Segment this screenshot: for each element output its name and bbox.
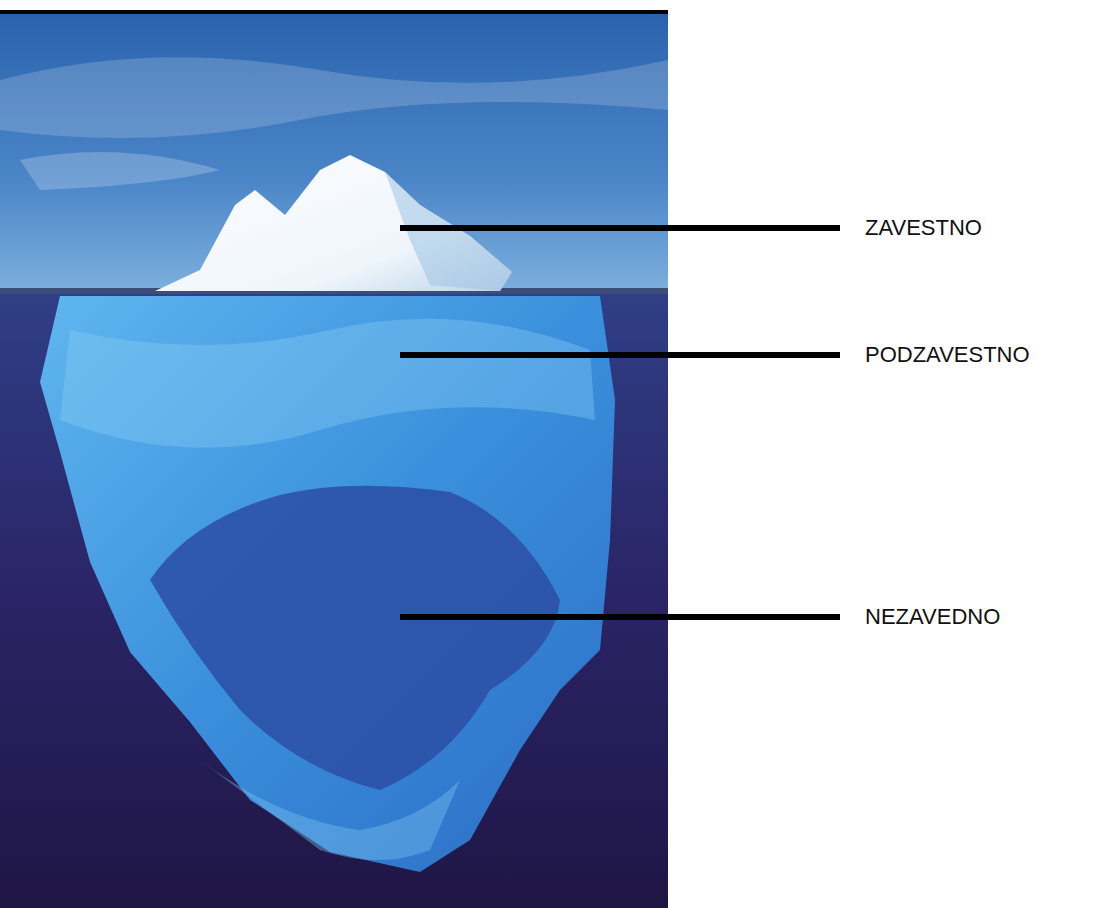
ice-highlight xyxy=(200,760,460,860)
tip-shadow xyxy=(385,172,512,291)
cloud xyxy=(0,57,668,138)
sea xyxy=(0,290,668,908)
sky xyxy=(0,14,668,292)
leader-line xyxy=(400,352,840,358)
ice-highlight xyxy=(60,319,595,448)
top-border xyxy=(0,10,668,14)
iceberg-tip xyxy=(155,155,512,291)
level-label: ZAVESTNO xyxy=(865,217,982,239)
level-label: NEZAVEDNO xyxy=(865,606,1000,628)
ice-arch-shadow xyxy=(150,486,560,790)
leader-line xyxy=(400,614,840,620)
iceberg-underwater xyxy=(40,296,615,872)
cloud xyxy=(20,152,220,190)
leader-line xyxy=(400,225,840,231)
level-label: PODZAVESTNO xyxy=(865,344,1030,366)
